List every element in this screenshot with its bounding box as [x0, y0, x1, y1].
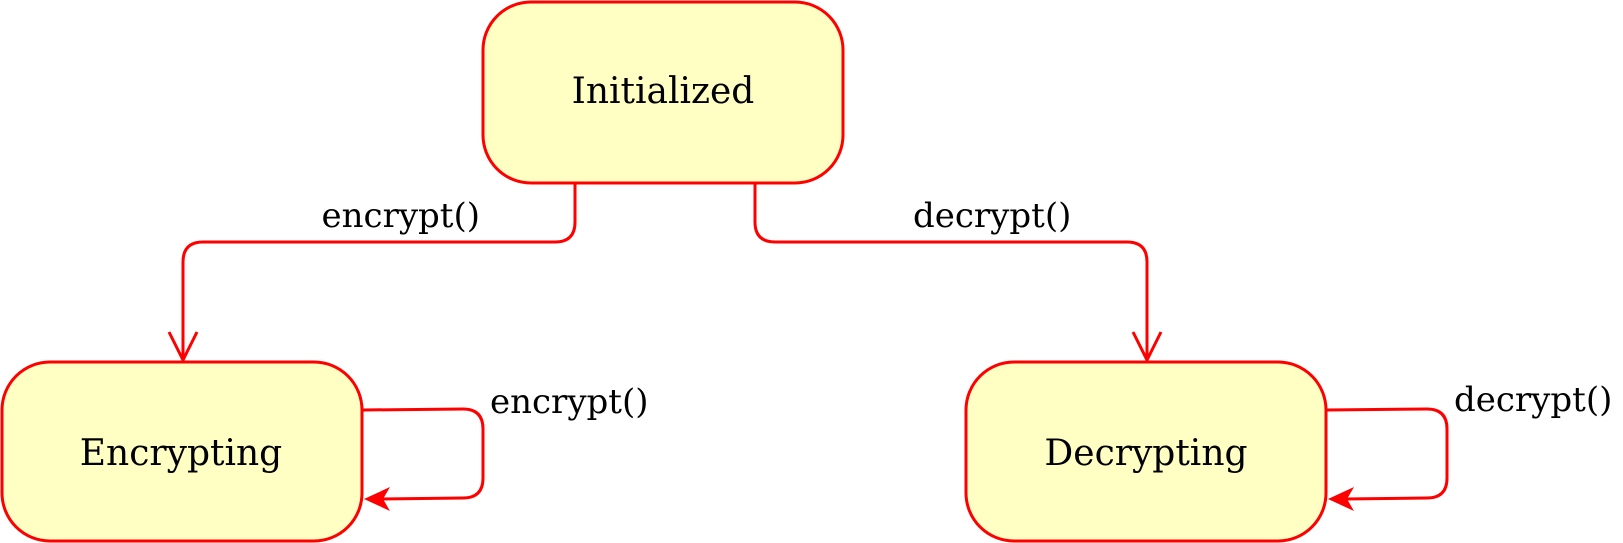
state-box	[0, 360, 364, 543]
state-box	[481, 0, 845, 185]
transition-label: decrypt()	[913, 196, 1071, 236]
transition-decrypting-self-loop: decrypt()	[1326, 380, 1612, 511]
state-decrypting[interactable]: Decrypting	[964, 360, 1328, 543]
state-encrypting[interactable]: Encrypting	[0, 360, 364, 543]
filled-arrowhead-icon	[364, 487, 390, 511]
state-label: Encrypting	[80, 433, 282, 474]
state-label: Decrypting	[1044, 433, 1247, 474]
transition-line	[753, 183, 1149, 360]
filled-arrowhead-icon	[1328, 487, 1354, 511]
transition-label: encrypt()	[490, 382, 648, 422]
transition-initialized-to-decrypting: decrypt()	[753, 183, 1163, 364]
transition-label: decrypt()	[1454, 380, 1612, 420]
state-label: Initialized	[572, 71, 755, 112]
transition-initialized-to-encrypting: encrypt()	[167, 183, 577, 364]
open-arrowhead-icon	[167, 331, 199, 364]
open-arrowhead-icon	[1131, 331, 1163, 364]
self-loop-line	[1326, 407, 1449, 501]
state-initialized[interactable]: Initialized	[481, 0, 845, 185]
transition-label: encrypt()	[322, 196, 480, 236]
self-loop-line	[362, 407, 485, 501]
transition-encrypting-self-loop: encrypt()	[362, 382, 648, 511]
transition-line	[181, 183, 577, 360]
state-box	[964, 360, 1328, 543]
